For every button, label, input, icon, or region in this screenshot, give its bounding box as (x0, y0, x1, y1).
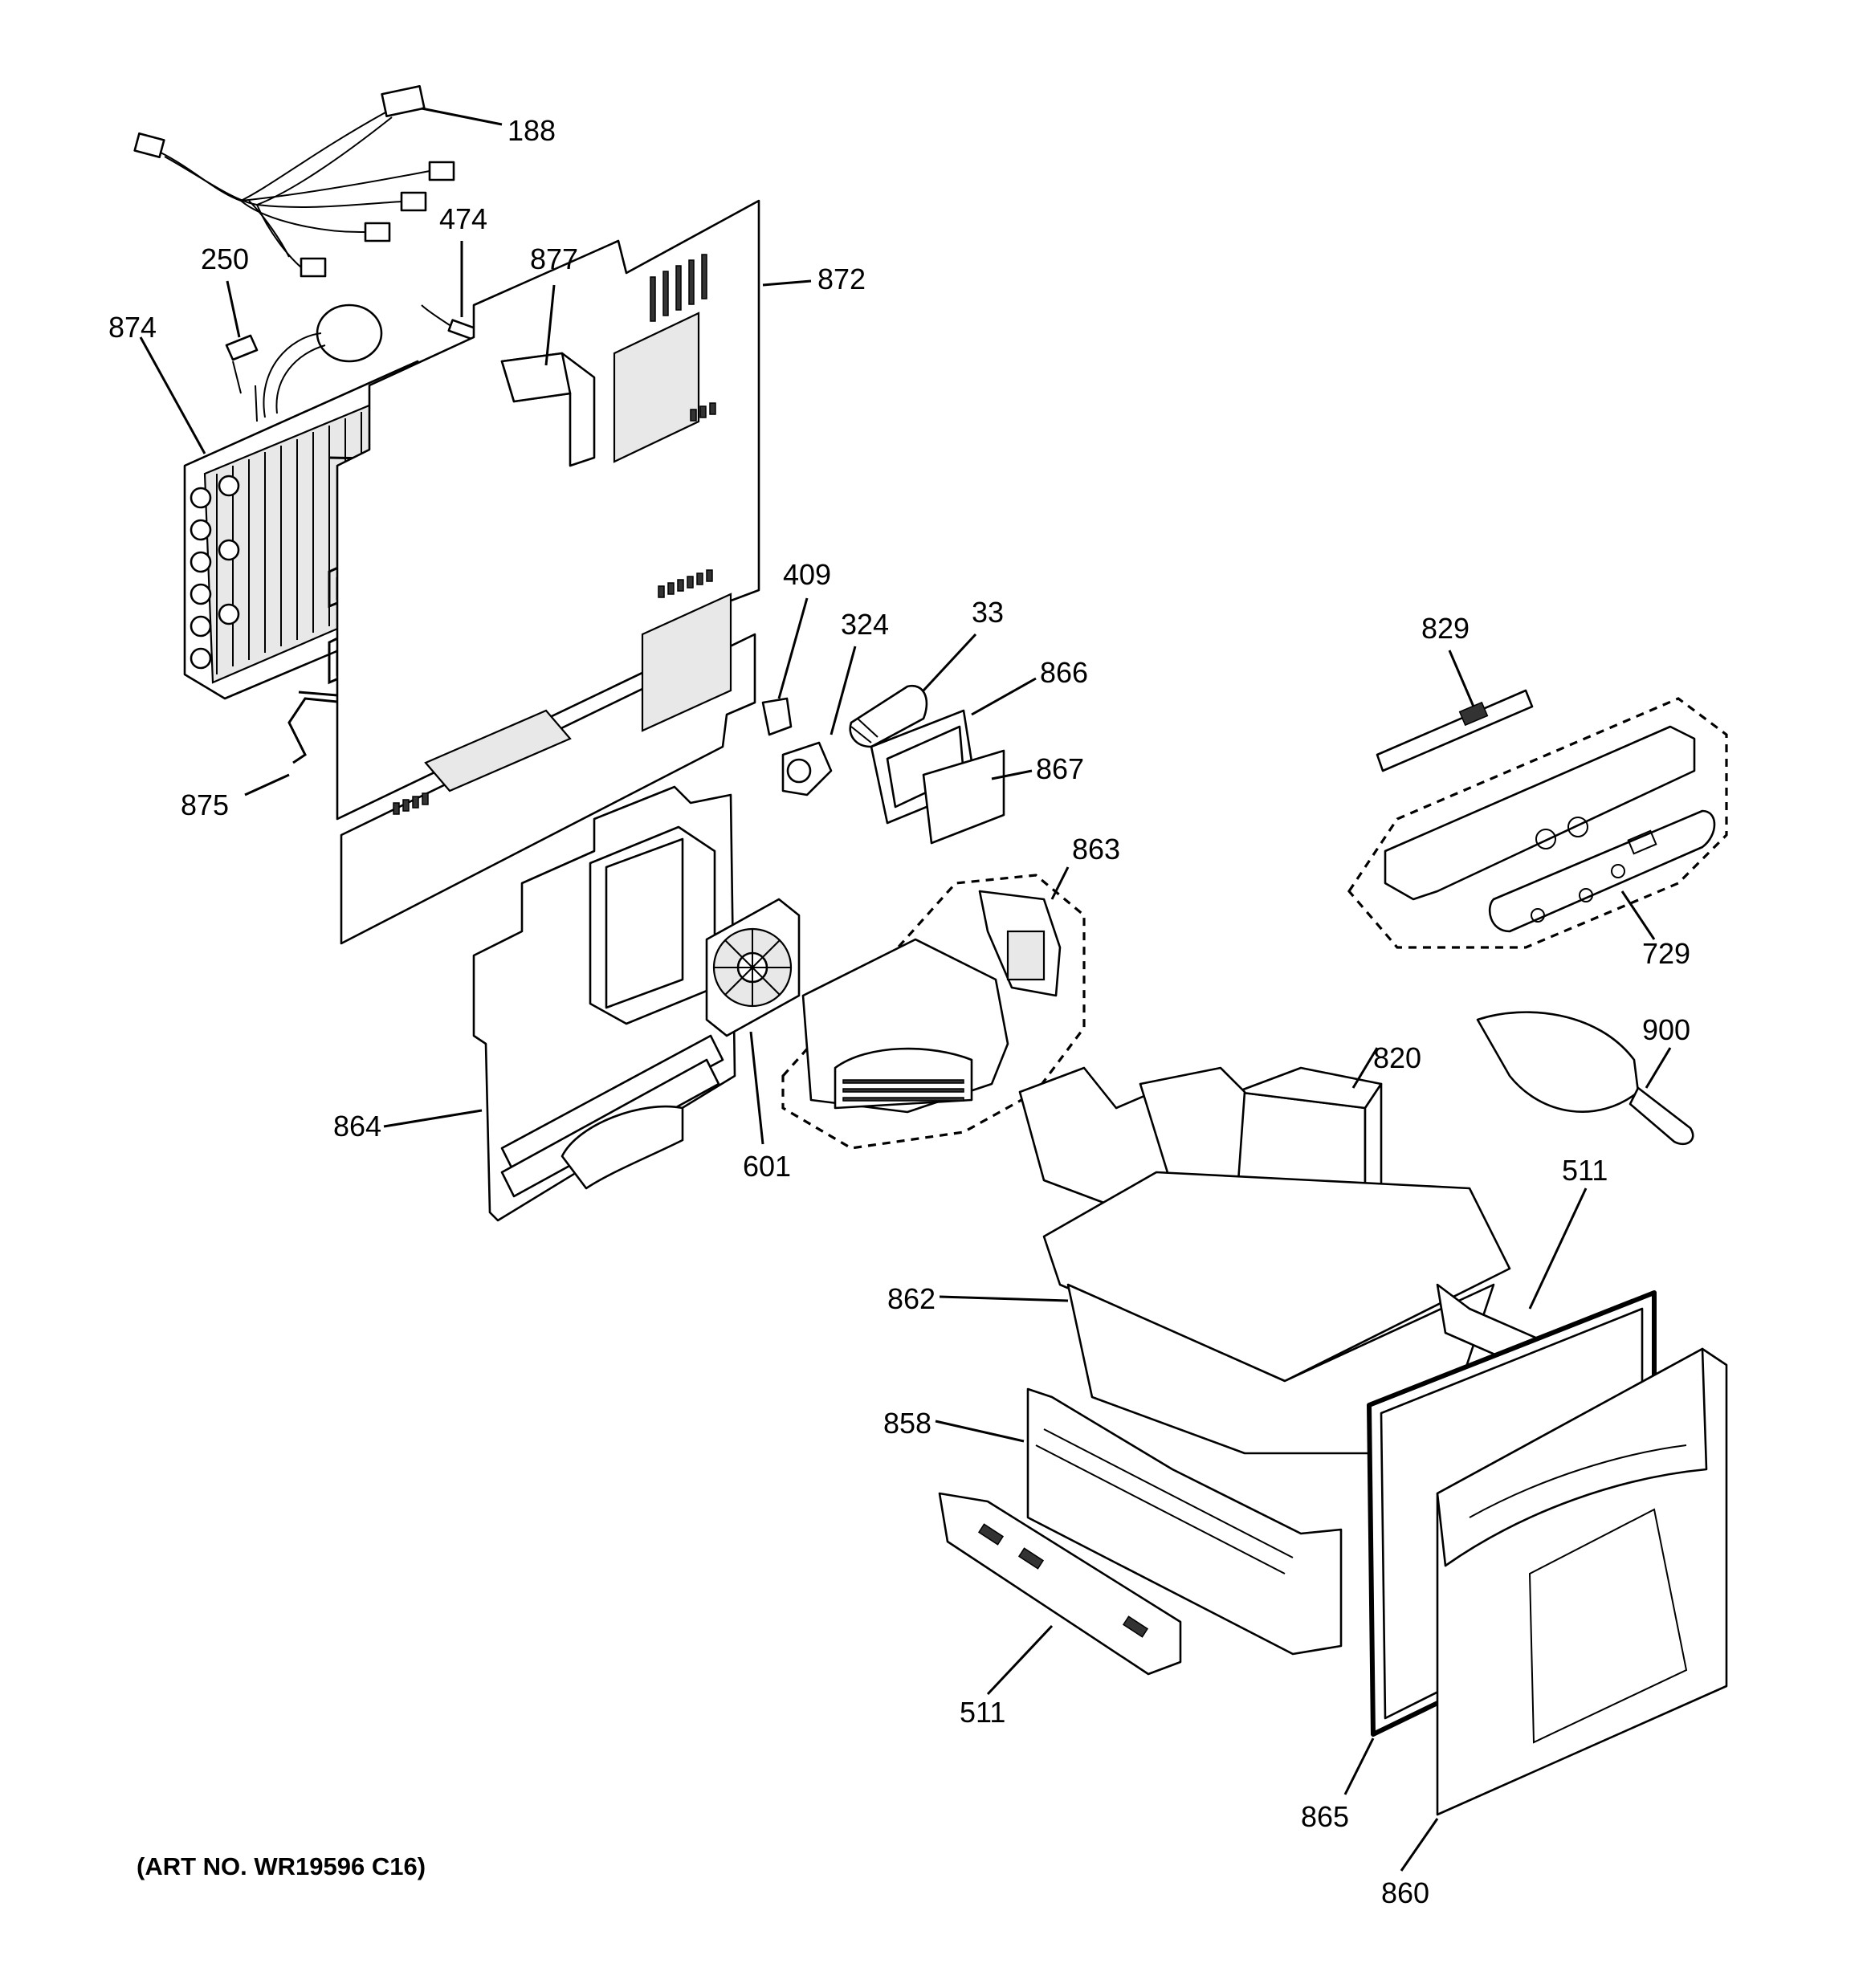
label-874: 874 (108, 311, 157, 344)
label-729: 729 (1642, 937, 1690, 970)
label-875: 875 (181, 788, 229, 821)
label-511-lower: 511 (960, 1696, 1005, 1729)
label-409: 409 (783, 558, 831, 591)
label-862: 862 (887, 1282, 936, 1315)
light-bulb (849, 684, 928, 748)
label-511-upper: 511 (1562, 1154, 1608, 1187)
drawer-door (1436, 1347, 1728, 1816)
light-socket (781, 741, 833, 796)
control-panel-assembly (1347, 697, 1728, 949)
label-858: 858 (883, 1407, 931, 1440)
label-863: 863 (1072, 833, 1120, 866)
label-820: 820 (1373, 1041, 1421, 1074)
mount-holes-a (393, 402, 716, 815)
label-33: 33 (972, 596, 1004, 629)
label-474: 474 (439, 202, 487, 235)
label-188: 188 (508, 114, 556, 147)
spring-clip (225, 334, 259, 394)
label-900: 900 (1642, 1013, 1690, 1046)
control-board (1376, 689, 1534, 772)
slide-rail-lower (938, 1492, 1182, 1676)
label-860: 860 (1381, 1876, 1429, 1909)
wire-harness (133, 85, 455, 278)
leader-lines (139, 107, 1672, 1872)
label-866: 866 (1040, 656, 1088, 689)
label-877: 877 (530, 242, 578, 275)
label-250: 250 (201, 242, 249, 275)
label-872: 872 (817, 263, 866, 295)
fan-shroud-assembly (781, 874, 1086, 1150)
label-867: 867 (1036, 752, 1084, 785)
art-number-caption: (ART NO. WR19596 C16) (137, 1852, 426, 1880)
label-864: 864 (333, 1110, 381, 1143)
duct-cover (500, 352, 596, 467)
part-labels: 188 474 250 877 872 874 409 324 33 866 8… (108, 114, 1690, 1909)
clip-409 (761, 697, 793, 736)
rear-panel-upper (336, 199, 760, 945)
fan-motor (705, 898, 801, 1037)
light-lens (922, 749, 1005, 845)
shroud-vents (842, 1079, 964, 1102)
rear-panel-lower (472, 785, 736, 1222)
label-865: 865 (1301, 1800, 1349, 1833)
drawer-frame (1026, 1387, 1343, 1656)
label-601: 601 (743, 1150, 791, 1183)
label-324: 324 (841, 608, 889, 641)
ice-scoop (1476, 1011, 1694, 1146)
evaporator-tube-ends (190, 475, 240, 670)
label-829: 829 (1421, 612, 1470, 645)
vent-slots (650, 254, 707, 322)
